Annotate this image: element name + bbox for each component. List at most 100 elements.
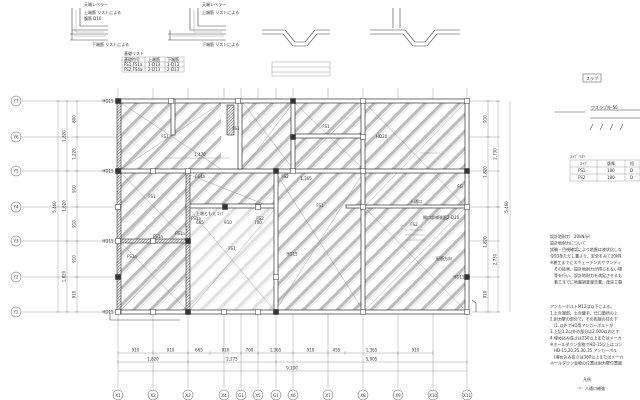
hd-label: HD15 xyxy=(102,169,114,174)
column-marker xyxy=(115,238,121,244)
grid-label-x: X7 xyxy=(325,393,331,398)
slab-label: FS1a xyxy=(153,234,163,239)
dim-label: 910 xyxy=(222,348,230,353)
hd-label: HD15 xyxy=(102,239,114,244)
slab-label: FS1 xyxy=(228,246,236,251)
dim-label: 910 xyxy=(72,220,77,228)
grid-bubble xyxy=(287,389,299,400)
column-marker xyxy=(222,204,228,210)
column-marker xyxy=(255,204,261,210)
grid-label-y: Y6 xyxy=(13,135,19,140)
grid-bubble xyxy=(218,389,230,400)
grid-label-x: G1 xyxy=(238,393,244,398)
slab-note: ワスラブ外-50 xyxy=(591,104,618,110)
anchor-bolt-note: (1.以外でHD用アンカーボルトが xyxy=(550,322,613,328)
table-cell: 2-D13 xyxy=(167,67,180,72)
column-marker xyxy=(115,98,121,104)
inner-dim-label: 665 xyxy=(196,220,204,225)
dim-label: 910 xyxy=(72,185,77,193)
dim-label: 665 xyxy=(195,348,203,353)
slab-label: FS2 xyxy=(410,222,418,227)
anchor-bolt-note: 4.埋め込み長さは250以上またはメーカ xyxy=(550,335,621,341)
table-cell: FS1 xyxy=(578,168,586,173)
grid-bubble xyxy=(112,389,124,400)
beam-y6 xyxy=(292,133,366,139)
anchor-bolt-note: ホールダウン金物の位置は耐力壁位置図 xyxy=(550,360,622,366)
hd-label: HD20 xyxy=(376,134,388,139)
design-note: 等を行い、設計地耐力を満足させるも xyxy=(550,272,622,278)
stair xyxy=(226,104,235,136)
slab-label: FS4a xyxy=(195,174,205,179)
slab-joint-details xyxy=(262,8,460,77)
column-marker xyxy=(273,309,279,315)
column-marker xyxy=(273,168,279,174)
grid-label-x: X6 xyxy=(290,393,296,398)
footing-detail-1: 天端レベラー 上端筋 リストによる 腹筋 D10 下端筋 リストによる xyxy=(70,1,129,47)
design-note: ※着工までにスウェーデン式サウンディ xyxy=(550,259,621,265)
column-marker xyxy=(290,168,296,174)
table-cell: 1-D13 xyxy=(167,62,180,67)
grid-bubble xyxy=(270,389,282,400)
inner-dim-label: 1,470 xyxy=(194,152,206,157)
inner-dim-label: 700 xyxy=(254,220,262,225)
detail-label: 天端レベラー xyxy=(202,1,226,7)
section-details: 天端レベラー 上端筋 リストによる 腹筋 D10 下端筋 リストによる 天端レベ… xyxy=(70,1,460,77)
slab-label: FS1a xyxy=(175,231,185,236)
slab-label: FS1 xyxy=(322,124,330,129)
column-marker xyxy=(185,309,191,315)
plan-note: 人通口 xyxy=(410,198,422,204)
grid-bubble xyxy=(252,389,264,400)
dim-label: 1,820 xyxy=(483,166,488,178)
slab-label: FS1a xyxy=(127,254,137,259)
column-marker xyxy=(360,134,366,140)
column-marker xyxy=(360,204,366,210)
dim-label: 2,730 xyxy=(493,148,498,160)
anchor-bolt-note: アンカーボルトM12は以下による。 xyxy=(550,303,614,309)
column-marker xyxy=(464,309,470,315)
column-marker xyxy=(150,238,156,244)
grid-bubble xyxy=(427,389,439,400)
footing-table: 基礎リスト 基礎符号 上端筋 下端筋 FS1,FS1a 1-D13 1-D13 … xyxy=(121,50,185,73)
grid-bubble xyxy=(357,389,369,400)
grid-bubble xyxy=(235,389,247,400)
beam-y4 xyxy=(185,203,277,209)
table-cell: 180 xyxy=(607,175,615,180)
detail-label: 腹筋 D10 xyxy=(84,15,102,21)
plan-note: 上端ともえ ｽﾗﾌﾞ xyxy=(196,210,225,216)
dim-label: 1,220 xyxy=(72,148,77,160)
beam-x2 xyxy=(170,98,176,136)
column-marker xyxy=(360,309,366,315)
slab-label: FS1 xyxy=(232,126,240,131)
grid-label-y: Y4 xyxy=(13,205,19,210)
detail-label: 下端筋 リストによる xyxy=(92,41,129,47)
column-markers xyxy=(115,98,470,315)
dim-label: 700 xyxy=(246,348,254,353)
grid-label-x: G1 xyxy=(273,393,279,398)
anchor-bolt-note: ※ホールダウン金物でHD-15以上はコン xyxy=(550,341,622,347)
slab-list-title: ｽﾗﾌﾞ ﾘｽﾄ xyxy=(570,154,585,159)
beam-x5 xyxy=(237,102,243,170)
column-marker xyxy=(115,168,121,174)
grid-label-x: X10 xyxy=(429,393,437,398)
grid-bubble xyxy=(322,389,334,400)
grid-bubble xyxy=(10,235,22,247)
column-marker xyxy=(221,309,227,315)
beam-y1 xyxy=(116,309,470,315)
grid-label-y: Y2 xyxy=(13,275,19,280)
dim-label: 800 xyxy=(72,115,77,123)
legend-title: 凡例 xyxy=(583,376,591,382)
table-cell: D xyxy=(630,175,633,180)
grid-bubble xyxy=(10,201,22,213)
dim-label: 910 xyxy=(483,115,488,123)
slab-label: FG xyxy=(457,184,462,189)
column-marker xyxy=(150,168,156,174)
column-marker xyxy=(464,168,470,174)
dim-label: 2,275 xyxy=(226,357,238,362)
section-title: スラブ xyxy=(586,75,598,81)
dim-label: 1,365 xyxy=(270,348,282,353)
design-note: その結果、設計地耐力が得られない場 xyxy=(550,266,622,272)
dim-label: 1,820 xyxy=(147,357,159,362)
anchor-bolt-note: HD-15,20,25,30,35 アンカーボル xyxy=(550,347,617,353)
dim-label: 910 xyxy=(167,348,175,353)
